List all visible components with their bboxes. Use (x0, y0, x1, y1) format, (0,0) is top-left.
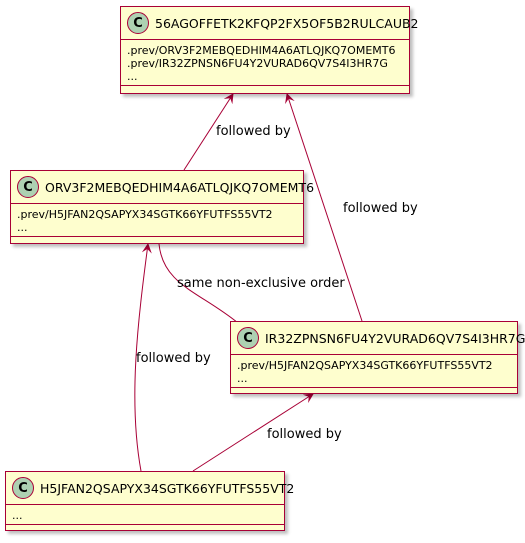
edge-label-ir3-to-56: followed by (343, 201, 418, 216)
class-name: 56AGOFFETK2KFQP2FX5OF5B2RULCAUB2 (155, 15, 419, 31)
edge-orv-ir3 (158, 243, 239, 324)
edge-label-h5j-to-orv: followed by (136, 351, 211, 366)
class-icon: C (17, 176, 39, 198)
edge-h5j-to-orv (134, 243, 152, 472)
class-name: H5JFAN2QSAPYX34SGTK66YFUTFS55VT2 (40, 480, 295, 496)
class-attribute: .prev/H5JFAN2QSAPYX34SGTK66YFUTFS55VT2 (237, 359, 493, 372)
class-icon: C (237, 327, 259, 349)
class-attribute: ... (17, 221, 28, 234)
class-orv3f2me[interactable]: C ORV3F2MEBQEDHIM4A6ATLQJKQ7OMEMT6 .prev/… (10, 170, 314, 244)
class-attribute: .prev/H5JFAN2QSAPYX34SGTK66YFUTFS55VT2 (17, 208, 273, 221)
class-name: ORV3F2MEBQEDHIM4A6ATLQJKQ7OMEMT6 (45, 179, 315, 195)
class-attribute: ... (12, 509, 23, 522)
edge-h5j-to-ir3 (192, 393, 314, 472)
class-attribute: .prev/IR32ZPNSN6FU4Y2VURAD6QV7S4I3HR7G (127, 57, 388, 70)
edge-label-orv-to-56: followed by (216, 124, 291, 139)
class-h5jfan2q[interactable]: C H5JFAN2QSAPYX34SGTK66YFUTFS55VT2 ... (5, 471, 294, 531)
class-icon: C (12, 477, 34, 499)
edge-orv-to-56 (183, 93, 234, 171)
class-attribute: .prev/ORV3F2MEBQEDHIM4A6ATLQJKQ7OMEMT6 (127, 44, 396, 57)
edge-label-h5j-to-ir3: followed by (267, 427, 342, 442)
class-ir32zpns[interactable]: C IR32ZPNSN6FU4Y2VURAD6QV7S4I3HR7G .prev/… (230, 321, 525, 394)
class-attribute: ... (237, 372, 248, 385)
class-icon: C (127, 12, 149, 34)
edge-label-orv-ir3: same non-exclusive order (177, 276, 345, 291)
class-name: IR32ZPNSN6FU4Y2VURAD6QV7S4I3HR7G (265, 330, 525, 346)
class-56agoffe[interactable]: C 56AGOFFETK2KFQP2FX5OF5B2RULCAUB2 .prev/… (120, 6, 419, 94)
edge-ir3-to-56 (285, 93, 363, 322)
class-attribute: ... (127, 70, 138, 83)
